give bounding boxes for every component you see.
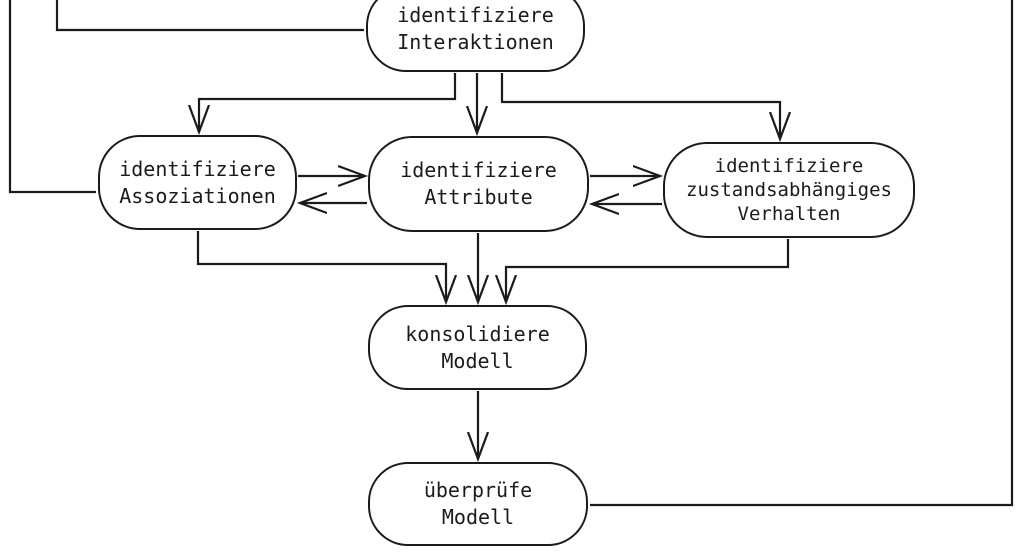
node-label-line: Modell (441, 505, 515, 529)
node-label-line: Interaktionen (397, 30, 554, 54)
edge-interaktionen-to-assoziationen (199, 73, 457, 132)
node-label-line: Assoziationen (119, 183, 276, 208)
feedback-line-left-inner (55, 0, 364, 32)
node-label-line: Modell (441, 348, 514, 373)
node-label-line: überprüfe (423, 478, 533, 502)
node-konsolidiere-modell: konsolidiere Modell (368, 305, 587, 390)
node-label-line: konsolidiere (405, 321, 550, 346)
edge-verhalten-to-konsolidiere (506, 239, 790, 302)
node-label-line: identifiziere (714, 155, 864, 177)
feedback-line-right (590, 0, 1014, 507)
node-identifiziere-assoziationen: identifiziere Assoziationen (98, 135, 297, 230)
node-label-line: identifiziere (397, 3, 554, 27)
node-label-line: identifiziere (400, 158, 557, 182)
node-label-line: Attribute (424, 185, 533, 209)
node-identifiziere-attribute: identifiziere Attribute (368, 136, 589, 232)
edge-assoziationen-to-konsolidiere (196, 231, 446, 302)
edge-interaktionen-to-verhalten (500, 73, 780, 139)
node-label-line: Verhalten (737, 203, 841, 225)
node-label-line: zustandsabhängiges (686, 179, 892, 201)
feedback-line-left-outer (8, 0, 96, 194)
node-ueberpruefe-modell: überprüfe Modell (368, 462, 588, 546)
node-identifiziere-zustandsabhaengiges-verhalten: identifiziere zustandsabhängiges Verhalt… (663, 142, 915, 238)
node-label-line: identifiziere (119, 156, 276, 181)
node-identifiziere-interaktionen: identifiziere Interaktionen (366, 0, 585, 72)
